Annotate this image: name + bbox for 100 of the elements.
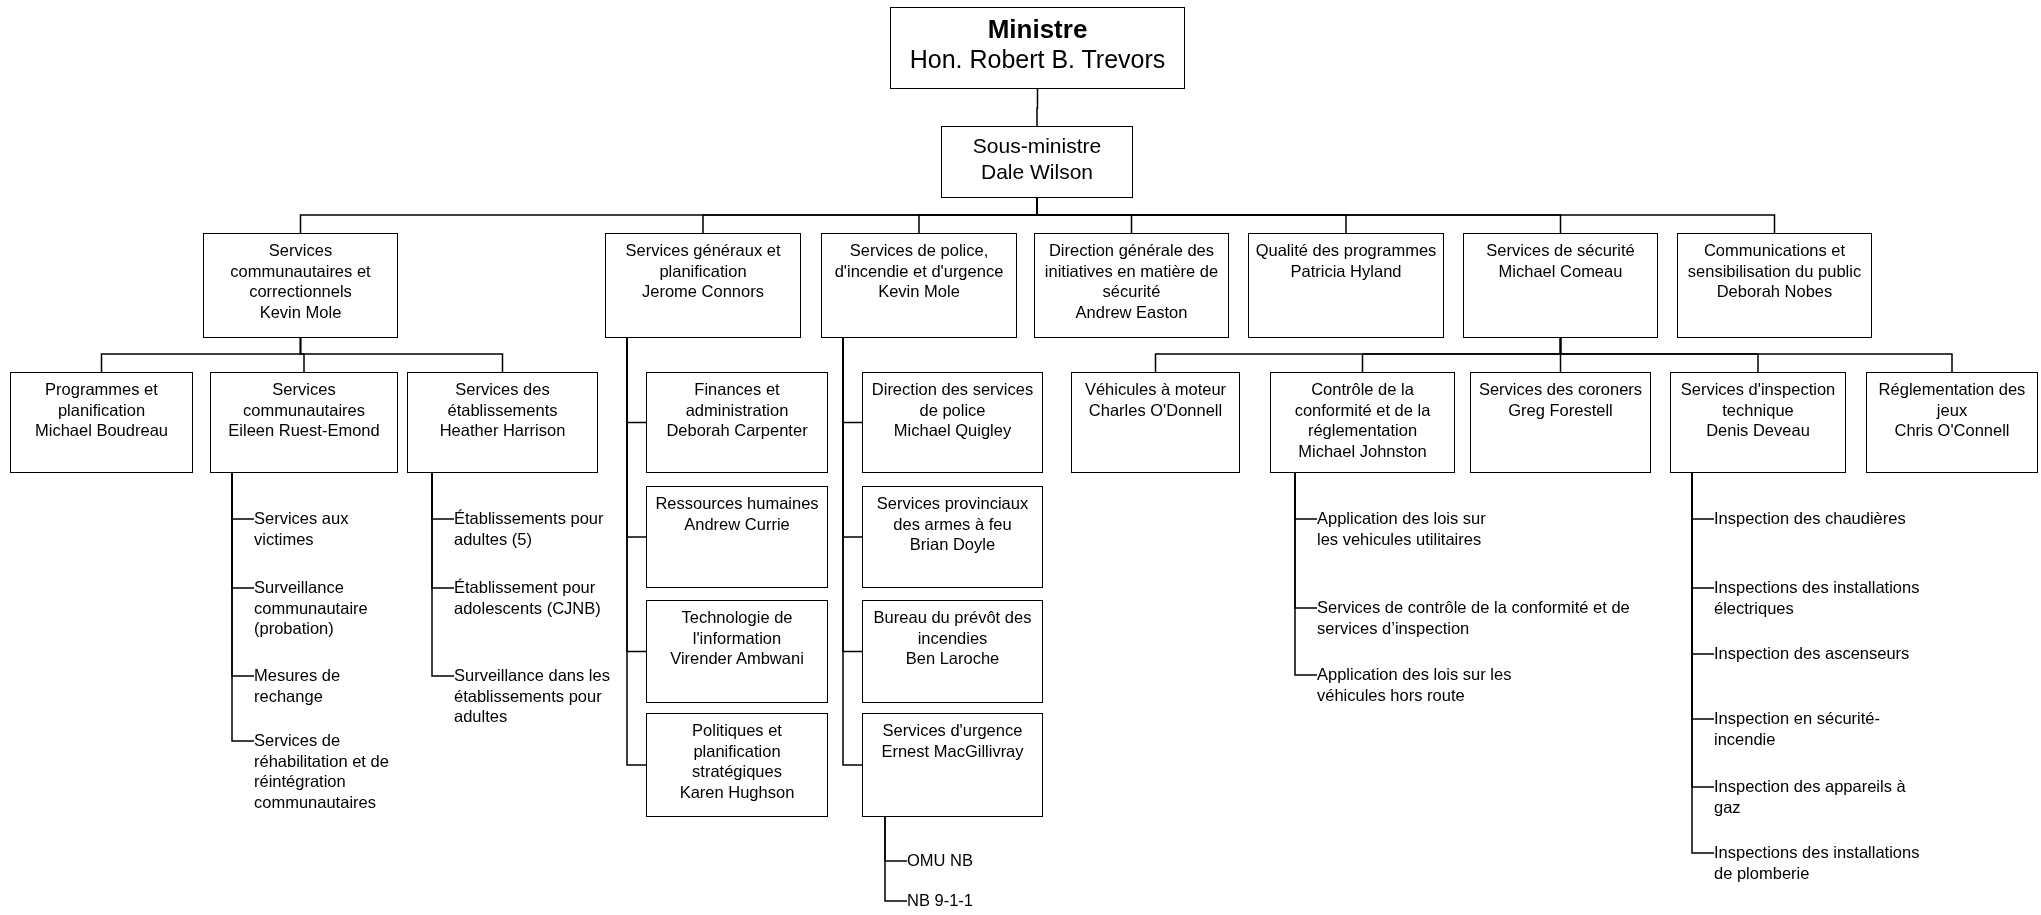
list-item: Application des lois sur les véhicules hors route	[1317, 664, 1547, 705]
unit-title: Sous-ministre	[971, 133, 1103, 159]
unit-title: Services des établissements	[446, 379, 559, 420]
unit-title: Bureau du prévôt des incendies	[872, 607, 1033, 648]
org-box	[821, 233, 1017, 338]
list-item: Inspections des installations électriques	[1714, 577, 1929, 618]
list-item: Inspection des chaudières	[1714, 508, 1929, 529]
person-name: Michael Comeau	[1497, 260, 1624, 281]
org-box	[1463, 233, 1658, 338]
list-item: Établissements pour adultes (5)	[454, 508, 624, 549]
connector-line	[431, 472, 455, 677]
connector-line	[1294, 472, 1318, 676]
list-item: OMU NB	[907, 850, 1027, 871]
connector-line	[1559, 337, 1953, 373]
connector-line	[231, 472, 255, 742]
person-name: Virender Ambwani	[669, 648, 805, 669]
list-item: Services de réhabilitation et de réintégration communautaires	[254, 730, 404, 812]
person-name: Denis Deveau	[1705, 420, 1811, 441]
connector-line	[884, 816, 908, 902]
person-name: Kevin Mole	[258, 301, 343, 322]
unit-title: Politiques et planification stratégiques	[691, 720, 783, 782]
org-box	[890, 7, 1185, 89]
unit-title: Direction des services de police	[870, 379, 1035, 420]
list-item: Mesures de rechange	[254, 665, 404, 706]
person-name: Andrew Currie	[683, 513, 791, 534]
unit-title: Services provinciaux des armes à feu	[875, 493, 1030, 534]
unit-title: Services des coroners	[1477, 379, 1644, 400]
unit-title: Communications et sensibilisation du public	[1686, 240, 1863, 281]
connector-line	[299, 337, 504, 373]
person-name: Ben Laroche	[904, 648, 1001, 669]
org-box	[1677, 233, 1872, 338]
person-name: Chris O'Connell	[1893, 420, 2011, 441]
org-box	[862, 600, 1043, 703]
list-item: NB 9-1-1	[907, 890, 1027, 911]
org-box	[646, 486, 828, 588]
person-name: Charles O'Donnell	[1087, 399, 1224, 420]
list-item: Surveillance communautaire (probation)	[254, 577, 404, 639]
person-name: Deborah Nobes	[1715, 281, 1834, 302]
list-item: Inspection des appareils à gaz	[1714, 776, 1929, 817]
person-name: Ernest MacGillivray	[880, 740, 1025, 761]
org-box	[1270, 372, 1455, 473]
person-name: Michael Quigley	[892, 420, 1013, 441]
list-item: Application des lois sur les vehicules utilitaires	[1317, 508, 1507, 549]
unit-title: Services de sécurité	[1485, 240, 1636, 261]
person-name: Patricia Hyland	[1289, 260, 1403, 281]
list-item: Services aux victimes	[254, 508, 404, 549]
unit-title: Véhicules à moteur	[1083, 379, 1228, 400]
unit-title: Services d'urgence	[881, 720, 1024, 741]
person-name: Andrew Easton	[1074, 301, 1189, 322]
list-item: Surveillance dans les établissements pour adultes	[454, 665, 624, 727]
org-box	[862, 713, 1043, 817]
org-box	[1034, 233, 1229, 338]
list-item: Inspection en sécurité-incendie	[1714, 708, 1929, 749]
person-name: Karen Hughson	[678, 781, 796, 802]
list-item: Services de contrôle de la conformité et de services d’inspection	[1317, 597, 1637, 638]
org-box	[407, 372, 598, 473]
unit-title: Ministre	[986, 14, 1089, 44]
org-box	[1071, 372, 1240, 473]
unit-title: Réglementation des jeux	[1877, 379, 2027, 420]
org-box	[1470, 372, 1651, 473]
person-name: Brian Doyle	[908, 534, 997, 555]
person-name: Dale Wilson	[979, 159, 1094, 185]
person-name: Kevin Mole	[877, 281, 961, 302]
person-name: Hon. Robert B. Trevors	[908, 44, 1167, 74]
person-name: Eileen Ruest-Emond	[227, 420, 381, 441]
unit-title: Qualité des programmes	[1254, 240, 1438, 261]
org-box	[646, 600, 828, 703]
unit-title: Programmes et planification	[44, 379, 159, 420]
org-box	[605, 233, 801, 338]
unit-title: Finances et administration	[684, 379, 790, 420]
org-box	[1866, 372, 2038, 473]
person-name: Michael Boudreau	[34, 420, 169, 441]
org-box	[646, 713, 828, 817]
org-box	[210, 372, 398, 473]
connector-line	[1036, 88, 1039, 127]
person-name: Jerome Connors	[641, 281, 765, 302]
org-box	[1670, 372, 1846, 473]
unit-title: Services de police, d'incendie et d'urgence	[833, 240, 1005, 281]
unit-title: Services d'inspection technique	[1679, 379, 1837, 420]
unit-title: Services communautaires et correctionnels	[229, 240, 372, 302]
person-name: Deborah Carpenter	[665, 420, 809, 441]
unit-title: Services généraux et planification	[624, 240, 782, 281]
list-item: Inspection des ascenseurs	[1714, 643, 1929, 664]
org-box	[862, 372, 1043, 473]
org-box	[203, 233, 398, 338]
unit-title: Ressources humaines	[654, 493, 820, 514]
org-box	[862, 486, 1043, 588]
list-item: Inspections des installations de plomberie	[1714, 842, 1929, 883]
unit-title: Contrôle de la conformité et de la réglementation	[1293, 379, 1432, 441]
org-box	[10, 372, 193, 473]
org-box	[1248, 233, 1444, 338]
person-name: Michael Johnston	[1297, 440, 1428, 461]
list-item: Établissement pour adolescents (CJNB)	[454, 577, 624, 618]
unit-title: Services communautaires	[242, 379, 366, 420]
org-box	[941, 126, 1133, 198]
person-name: Greg Forestell	[1507, 399, 1614, 420]
unit-title: Technologie de l'information	[680, 607, 794, 648]
org-box	[646, 372, 828, 473]
unit-title: Direction générale des initiatives en matière de sécurité	[1043, 240, 1220, 302]
person-name: Heather Harrison	[438, 420, 567, 441]
